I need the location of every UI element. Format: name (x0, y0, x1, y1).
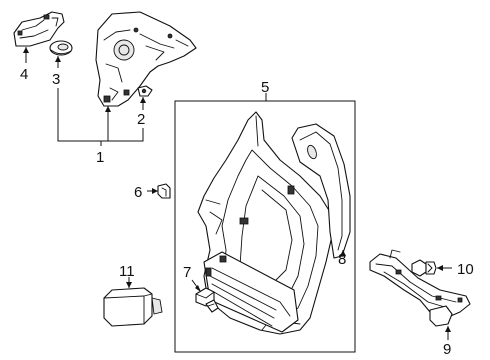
arrow-7 (195, 285, 201, 292)
arrow-11 (126, 282, 132, 288)
callout-9: 9 (443, 341, 451, 358)
arrow-2 (140, 97, 146, 103)
part-6-clip (157, 183, 171, 199)
callout-7: 7 (183, 264, 191, 281)
arrow-4 (23, 47, 29, 53)
part-10-push-clip (411, 259, 437, 277)
arrow-10 (437, 265, 443, 271)
part-2-clip (137, 85, 153, 97)
callout-8: 8 (338, 251, 346, 268)
callout-6: 6 (134, 184, 142, 201)
callout-3: 3 (52, 71, 60, 88)
part-5-tray (203, 251, 299, 333)
part-7-screw (195, 287, 219, 313)
part-11-lamp (103, 287, 163, 327)
callout-5: 5 (261, 79, 269, 96)
part-3-grommet (49, 40, 73, 56)
callout-1: 1 (96, 149, 104, 166)
part-9-rail-bracket (369, 249, 471, 327)
part-5-box (174, 100, 356, 353)
part-4-bracket (13, 11, 65, 47)
arrow-9 (445, 326, 451, 332)
callout-11: 11 (119, 263, 135, 280)
arrow-6 (152, 188, 158, 194)
callout-10: 10 (457, 261, 474, 278)
callout-4: 4 (20, 66, 28, 83)
arrow-3 (55, 56, 61, 62)
part-1-quarter-trim (95, 11, 197, 107)
arrow-8 (340, 250, 346, 256)
leader-1 (57, 88, 144, 146)
part-8-pad (291, 123, 351, 259)
callout-2: 2 (137, 111, 145, 128)
